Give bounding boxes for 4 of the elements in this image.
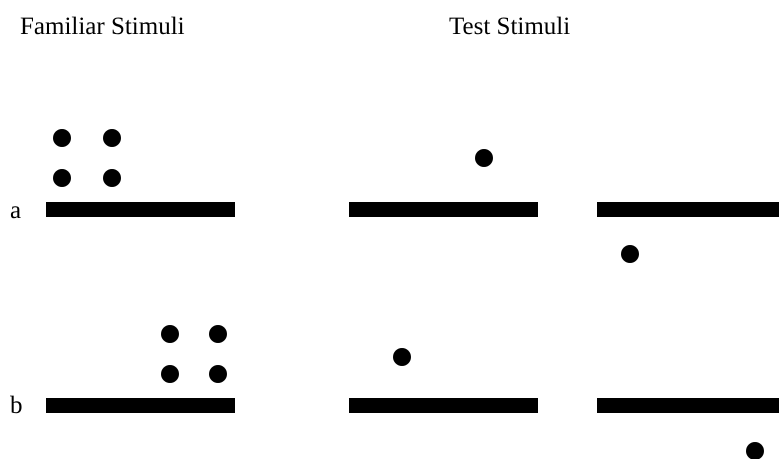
heading: Test Stimuli — [449, 14, 570, 39]
heading: Familiar Stimuli — [20, 14, 185, 39]
row-letter: b — [10, 393, 22, 418]
row-letter: a — [10, 198, 22, 223]
